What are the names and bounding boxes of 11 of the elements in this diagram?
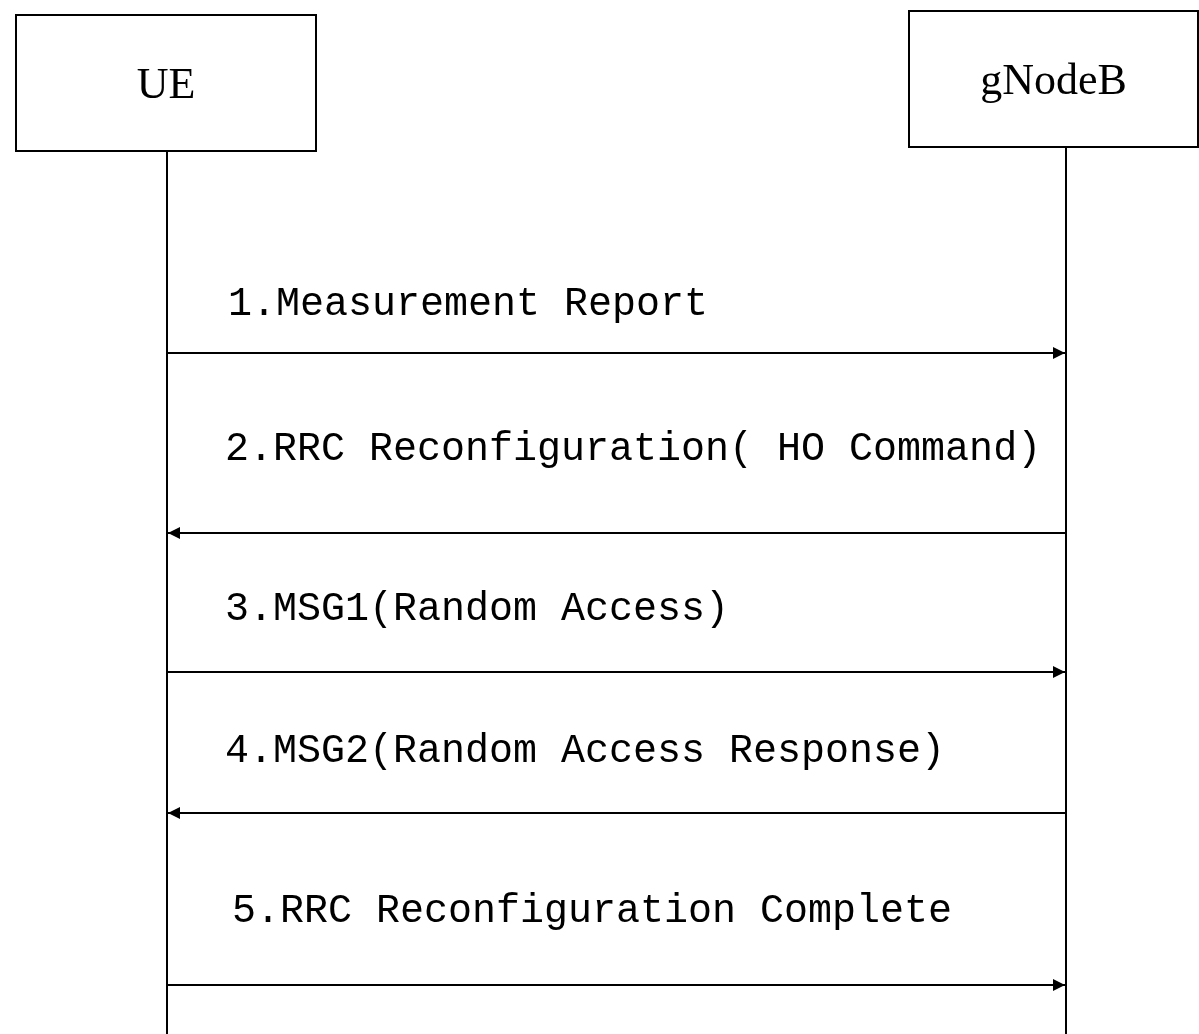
arrow xyxy=(167,807,1066,819)
participant-label: UE xyxy=(136,57,196,109)
lifeline xyxy=(1065,148,1067,1034)
arrow xyxy=(167,347,1066,359)
participant-box xyxy=(15,14,317,152)
arrow xyxy=(167,666,1066,678)
lifeline xyxy=(166,152,168,1034)
participant-label: gNodeB xyxy=(980,53,1127,105)
arrow xyxy=(167,979,1066,991)
participant-box xyxy=(908,10,1199,148)
arrow xyxy=(167,527,1066,539)
